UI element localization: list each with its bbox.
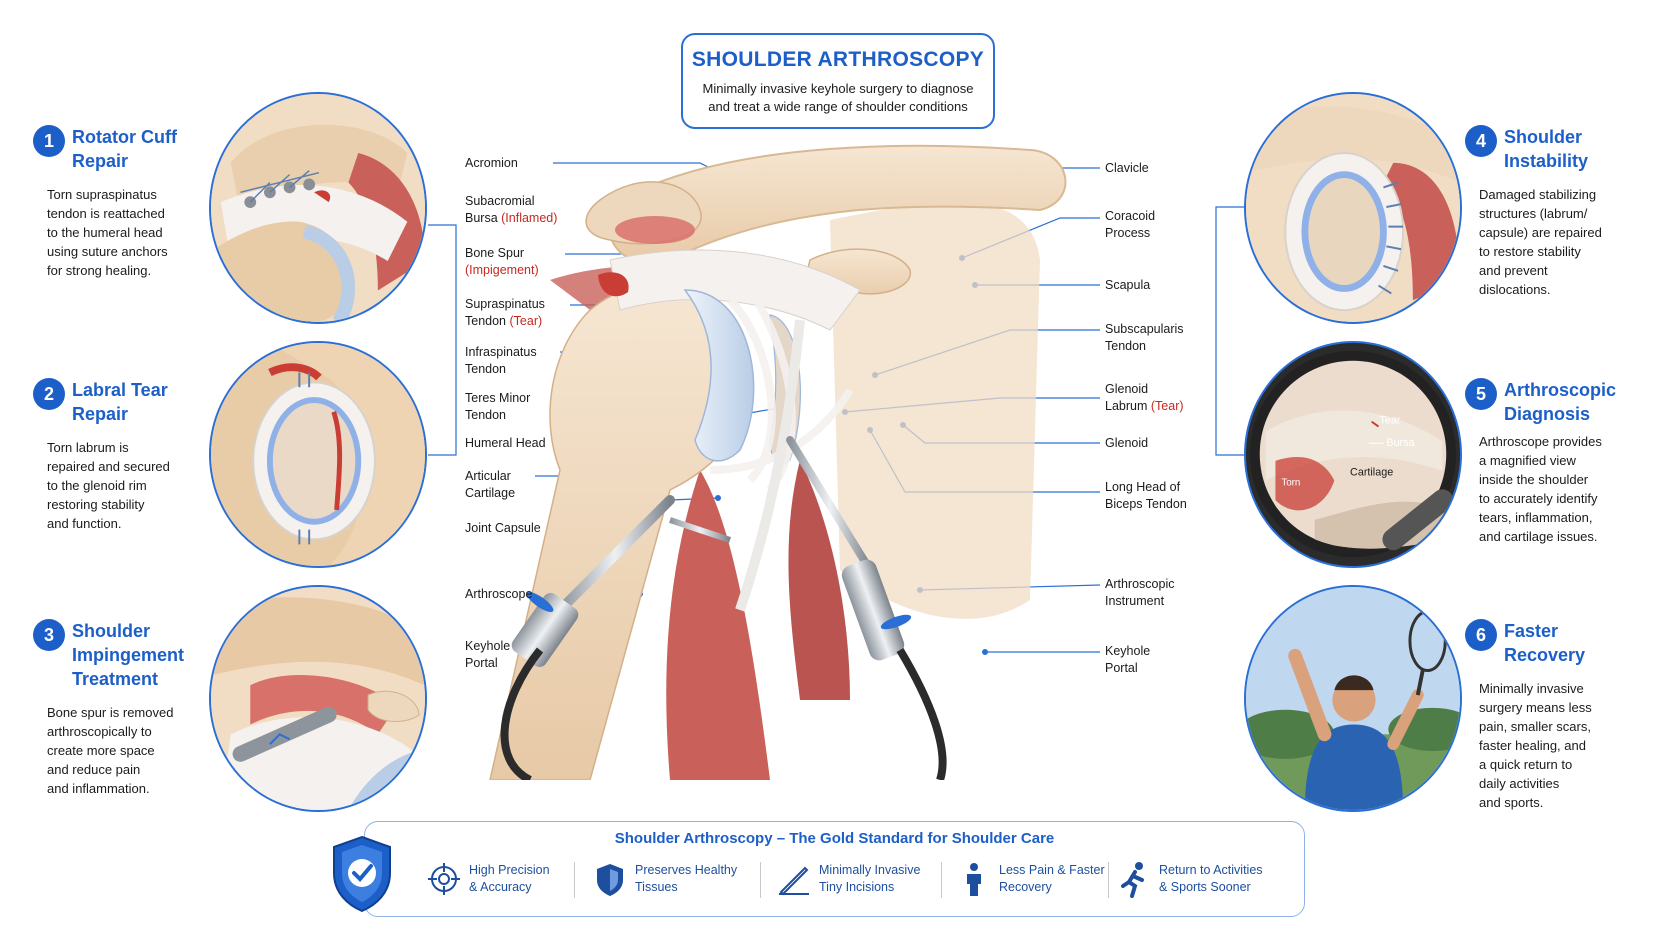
title-box: SHOULDER ARTHROSCOPY Minimally invasive … (681, 33, 995, 129)
section-number: 4 (1465, 125, 1497, 157)
scope-label-cartilage: Cartilage (1350, 467, 1393, 479)
label-keyhole-portal-left: Keyhole Portal (465, 639, 511, 670)
faster-recovery-illustration (1244, 585, 1462, 812)
label-infraspinatus-tendon: Infraspinatus Tendon (465, 345, 537, 376)
person-icon (967, 863, 981, 896)
impingement-treatment-illustration (209, 585, 427, 812)
shoulder-instability-illustration (1244, 92, 1462, 324)
section-number: 2 (33, 378, 65, 410)
section-number: 1 (33, 125, 65, 157)
arthroscopic-view-illustration: Tear Bursa Cartilage Torn (1244, 341, 1462, 568)
label-glenoid: Glenoid (1105, 436, 1149, 450)
rotator-cuff-repair-illustration (209, 92, 427, 324)
subtitle-line: and treat a wide range of shoulder condi… (708, 99, 968, 114)
section-number: 5 (1465, 378, 1497, 410)
benefits-banner: Shoulder Arthroscopy – The Gold Standard… (364, 821, 1305, 917)
section-number: 6 (1465, 619, 1497, 651)
scope-label-torn: Torn (1281, 477, 1300, 488)
label-long-head-biceps: Long Head of Biceps Tendon (1105, 480, 1187, 511)
label-glenoid-labrum: Glenoid Labrum (Tear) (1105, 382, 1184, 413)
label-clavicle: Clavicle (1105, 161, 1149, 175)
feature-divider (1108, 862, 1109, 898)
feature-text: High Precision& Accuracy (469, 863, 550, 894)
label-keyhole-portal-right: Keyhole Portal (1105, 644, 1151, 675)
label-joint-capsule: Joint Capsule (465, 521, 541, 535)
feature-high-precision: High Precision& Accuracy (425, 858, 550, 900)
labral-tear-repair-illustration (209, 341, 427, 568)
shoulder-anatomy-illustration (470, 140, 1170, 780)
label-articular-cartilage: Articular Cartilage (465, 469, 516, 500)
label-subscapularis-tendon: Subscapularis Tendon (1105, 322, 1184, 353)
target-icon (428, 863, 460, 895)
subtitle-line: Minimally invasive keyhole surgery to di… (702, 81, 974, 96)
page-title: SHOULDER ARTHROSCOPY (691, 48, 985, 71)
feature-divider (574, 862, 575, 898)
label-arthroscope: Arthroscope (465, 587, 533, 601)
label-humeral-head: Humeral Head (465, 436, 546, 450)
label-scapula: Scapula (1105, 278, 1151, 292)
section-number: 3 (33, 619, 65, 651)
label-teres-minor-tendon: Teres Minor Tendon (465, 391, 531, 422)
scalpel-icon (779, 866, 809, 896)
page-subtitle: Minimally invasive keyhole surgery to di… (683, 80, 993, 116)
label-subacromial-bursa: Subacromial Bursa (Inflamed) (465, 194, 558, 225)
shield-icon (597, 864, 623, 896)
label-coracoid-process: Coracoid Process (1105, 209, 1156, 240)
label-bone-spur: Bone Spur (Impigement) (465, 246, 539, 277)
label-arthroscopic-instrument: Arthroscopic Instrument (1105, 577, 1175, 608)
banner-title: Shoulder Arthroscopy – The Gold Standard… (614, 830, 1055, 847)
label-supraspinatus-tendon: Supraspinatus Tendon (Tear) (465, 297, 545, 328)
scope-label-bursa: Bursa (1386, 437, 1414, 449)
label-acromion: Acromion (465, 156, 518, 170)
feature-divider (941, 862, 942, 898)
scope-label-tear: Tear (1380, 415, 1401, 427)
feature-return-to-activities: Return to Activities& Sports Sooner (1115, 858, 1263, 900)
feature-divider (760, 862, 761, 898)
feature-text: Return to Activities& Sports Sooner (1159, 863, 1263, 894)
shield-check-icon (333, 835, 391, 913)
runner-icon (1121, 862, 1144, 898)
